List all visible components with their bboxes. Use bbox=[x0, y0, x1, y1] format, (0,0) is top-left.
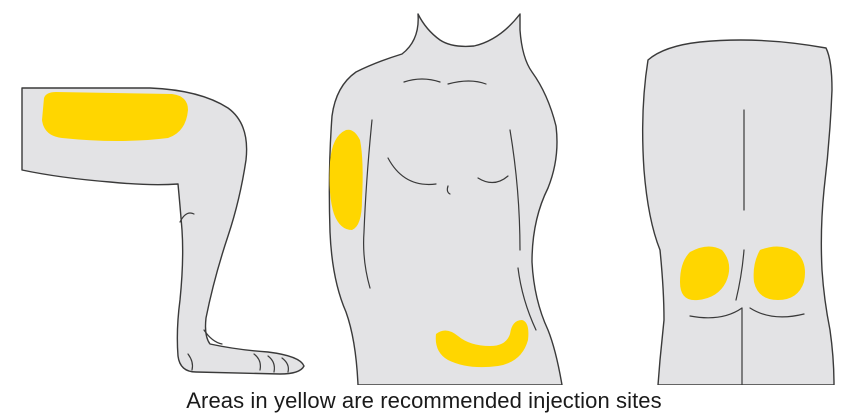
caption: Areas in yellow are recommended injectio… bbox=[0, 388, 848, 414]
back-figure bbox=[643, 40, 834, 385]
thigh-injection-site bbox=[42, 92, 188, 141]
body-illustrations bbox=[0, 0, 848, 385]
back-outline bbox=[643, 40, 834, 385]
right-buttock-injection-site bbox=[754, 246, 805, 300]
leg-figure bbox=[22, 88, 304, 374]
torso-figure bbox=[329, 14, 562, 385]
upper-arm-injection-site bbox=[330, 130, 363, 230]
